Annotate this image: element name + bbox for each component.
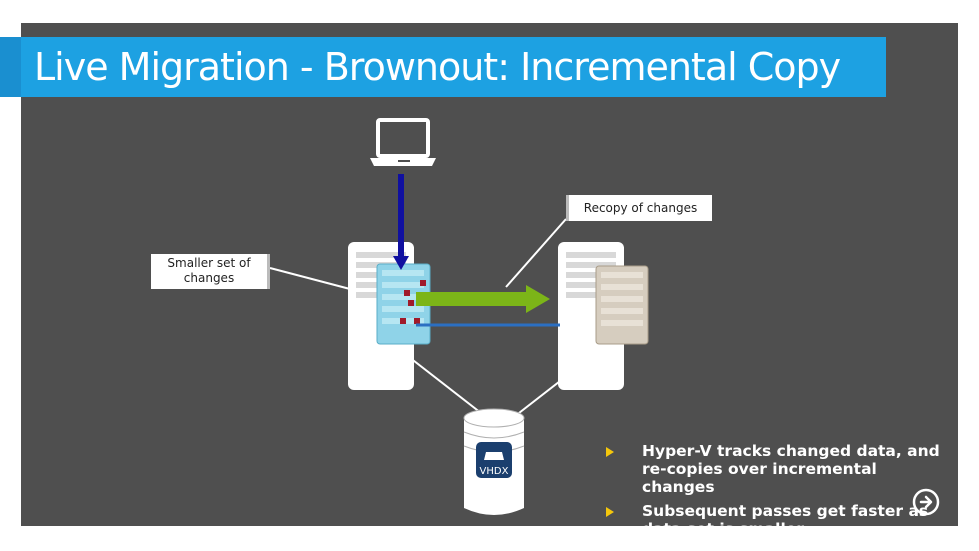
bullet-item: Subsequent passes get faster as data set… <box>606 502 946 538</box>
bullet-item: Hyper-V tracks changed data, and re-copi… <box>606 442 946 496</box>
database-icon <box>463 408 525 515</box>
bullet-marker-icon <box>606 447 614 457</box>
next-arrow-icon[interactable] <box>911 487 941 517</box>
title-bar-flap <box>0 37 21 97</box>
bullet-text: Subsequent passes get faster as data set… <box>642 502 929 538</box>
bullet-list: Hyper-V tracks changed data, and re-copi… <box>606 442 946 544</box>
bullet-text: Hyper-V tracks changed data, and re-copi… <box>642 442 940 496</box>
recopy-connector-line <box>505 218 567 288</box>
vhdx-label: VHDX <box>480 466 509 477</box>
source-storage-line <box>399 349 491 421</box>
smaller-connector-line <box>269 267 351 290</box>
client-arrow <box>393 174 409 270</box>
callout-recopy: Recopy of changes <box>566 195 712 221</box>
title-bar <box>21 37 886 97</box>
bullet-marker-icon <box>606 507 614 517</box>
destination-vm-icon <box>595 265 649 345</box>
slide-title: Live Migration - Brownout: Incremental C… <box>34 45 841 89</box>
callout-smaller-changes: Smaller set of changes <box>151 254 270 289</box>
migration-arrow <box>416 285 550 313</box>
laptop-icon <box>370 118 436 166</box>
